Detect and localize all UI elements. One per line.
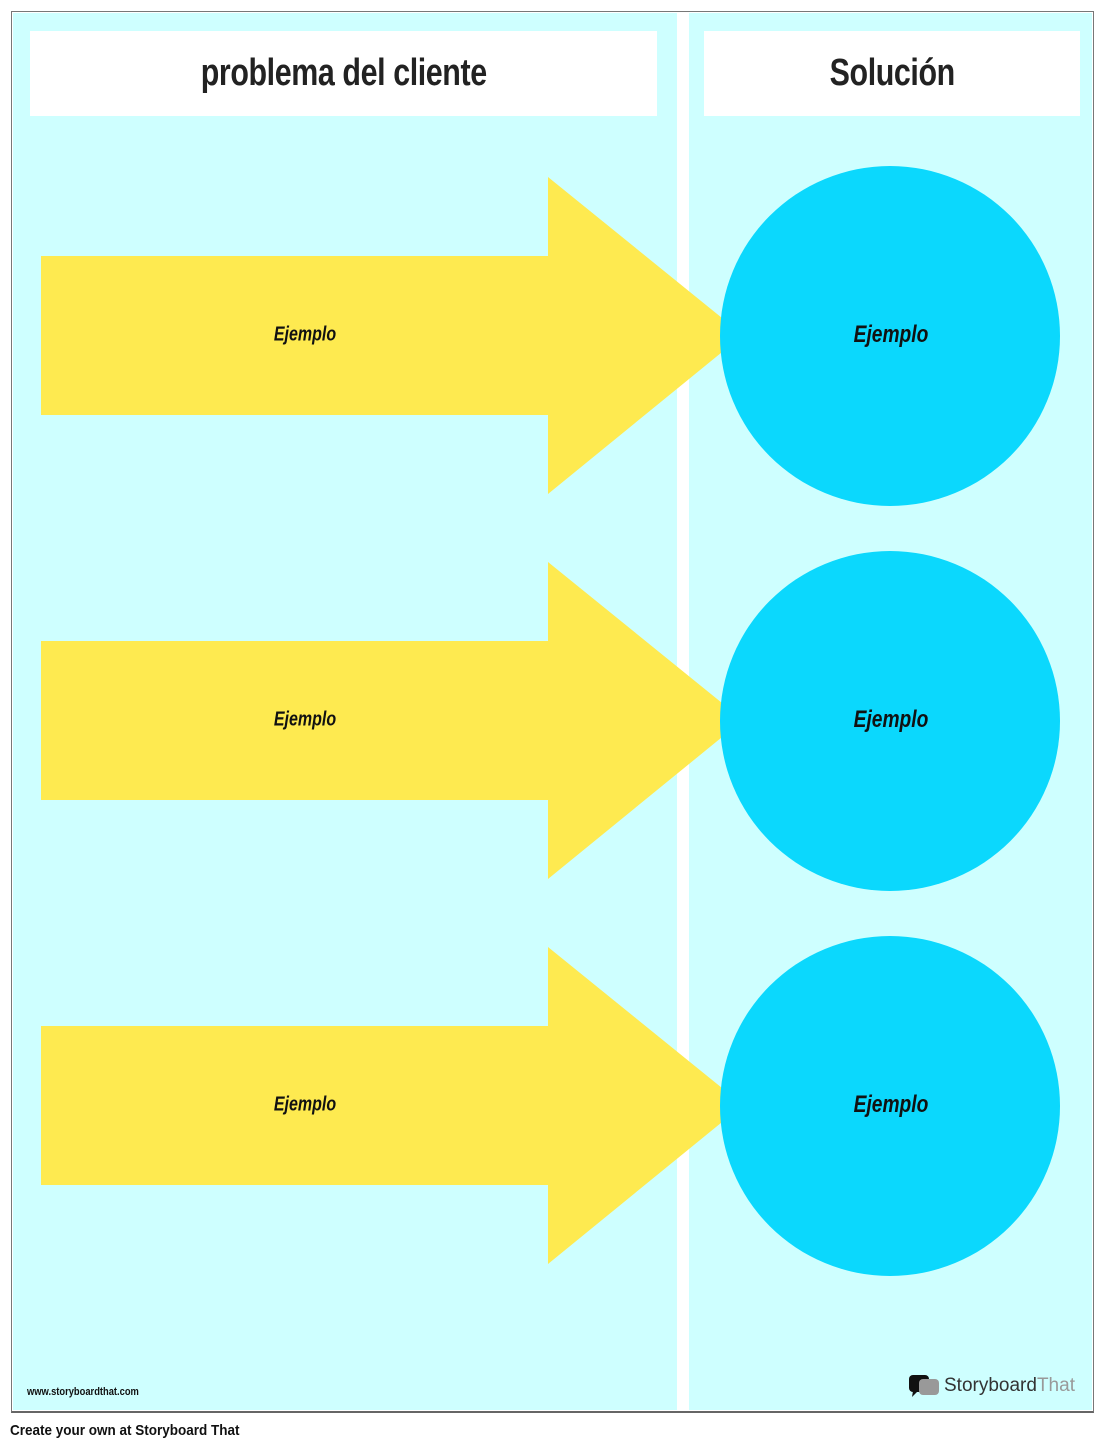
logo-text-storyboard: Storyboard xyxy=(944,1375,1037,1396)
solution-text[interactable]: Ejemplo xyxy=(853,321,929,348)
storyboardthat-logo[interactable]: StoryboardThat xyxy=(908,1374,1075,1398)
solution-header-text: Solución xyxy=(829,52,955,94)
speech-bubble-icon xyxy=(909,1375,939,1397)
problem-text[interactable]: Ejemplo xyxy=(273,1093,337,1116)
solution-circle xyxy=(720,166,1060,506)
problem-text[interactable]: Ejemplo xyxy=(273,708,337,731)
solution-header: Solución xyxy=(704,31,1080,116)
problem-header-text: problema del cliente xyxy=(200,52,487,94)
problem-arrow xyxy=(41,947,743,1264)
solution-circle xyxy=(720,551,1060,891)
problem-header: problema del cliente xyxy=(30,31,657,116)
solution-circle xyxy=(720,936,1060,1276)
logo-text-that: That xyxy=(1036,1375,1075,1396)
create-your-own-link[interactable]: Create your own at Storyboard That xyxy=(10,1422,240,1439)
problem-arrow xyxy=(41,562,743,879)
problem-text[interactable]: Ejemplo xyxy=(273,323,337,346)
solution-text[interactable]: Ejemplo xyxy=(853,706,929,733)
problem-arrow xyxy=(41,177,743,494)
solution-text[interactable]: Ejemplo xyxy=(853,1091,929,1118)
footer-url[interactable]: www.storyboardthat.com xyxy=(27,1386,139,1398)
